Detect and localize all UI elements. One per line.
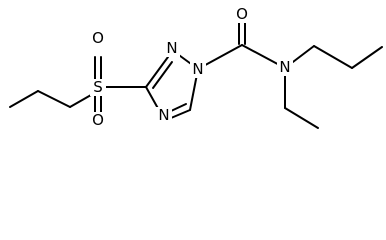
- atom-o-bottom-label: O: [92, 111, 104, 129]
- atom-n-ring-bottom: N: [156, 106, 172, 124]
- bond-c5-n4-b: [170, 103, 187, 112]
- bond-n-propyl-c2: [313, 45, 353, 69]
- atom-n-amide-label: N: [279, 58, 290, 76]
- atom-o-top-label: O: [92, 29, 104, 47]
- structure-diagram: S O O N N N O N: [9, 5, 383, 129]
- atom-n-ring-top-label: N: [166, 39, 177, 57]
- atom-o-top: O: [90, 29, 106, 47]
- atom-n-ring-1-label: N: [192, 60, 203, 78]
- bond-c5-n4-a: [170, 109, 191, 119]
- molecule-drawing: S O O N N N O N: [9, 5, 383, 129]
- bond-propyl-c3-c2: [9, 90, 39, 108]
- atom-n-ring-bottom-label: N: [158, 106, 169, 124]
- atom-o-bottom: O: [90, 111, 106, 129]
- atom-n-amide: N: [277, 58, 293, 76]
- atom-o-carbonyl: O: [234, 5, 250, 23]
- atom-s: S: [90, 78, 106, 96]
- bond-c3-n2-b: [152, 61, 173, 89]
- atom-o-carbonyl-label: O: [236, 5, 248, 23]
- bond-propyl-c2-c1: [37, 90, 71, 108]
- atom-n-ring-1: N: [190, 60, 206, 78]
- atom-n-ring-top: N: [164, 39, 180, 57]
- bond-n-propyl-c3: [351, 46, 383, 69]
- bond-c3-n2-a: [145, 56, 169, 88]
- atom-s-label: S: [93, 78, 103, 96]
- bond-n-ethyl-c2: [284, 107, 319, 129]
